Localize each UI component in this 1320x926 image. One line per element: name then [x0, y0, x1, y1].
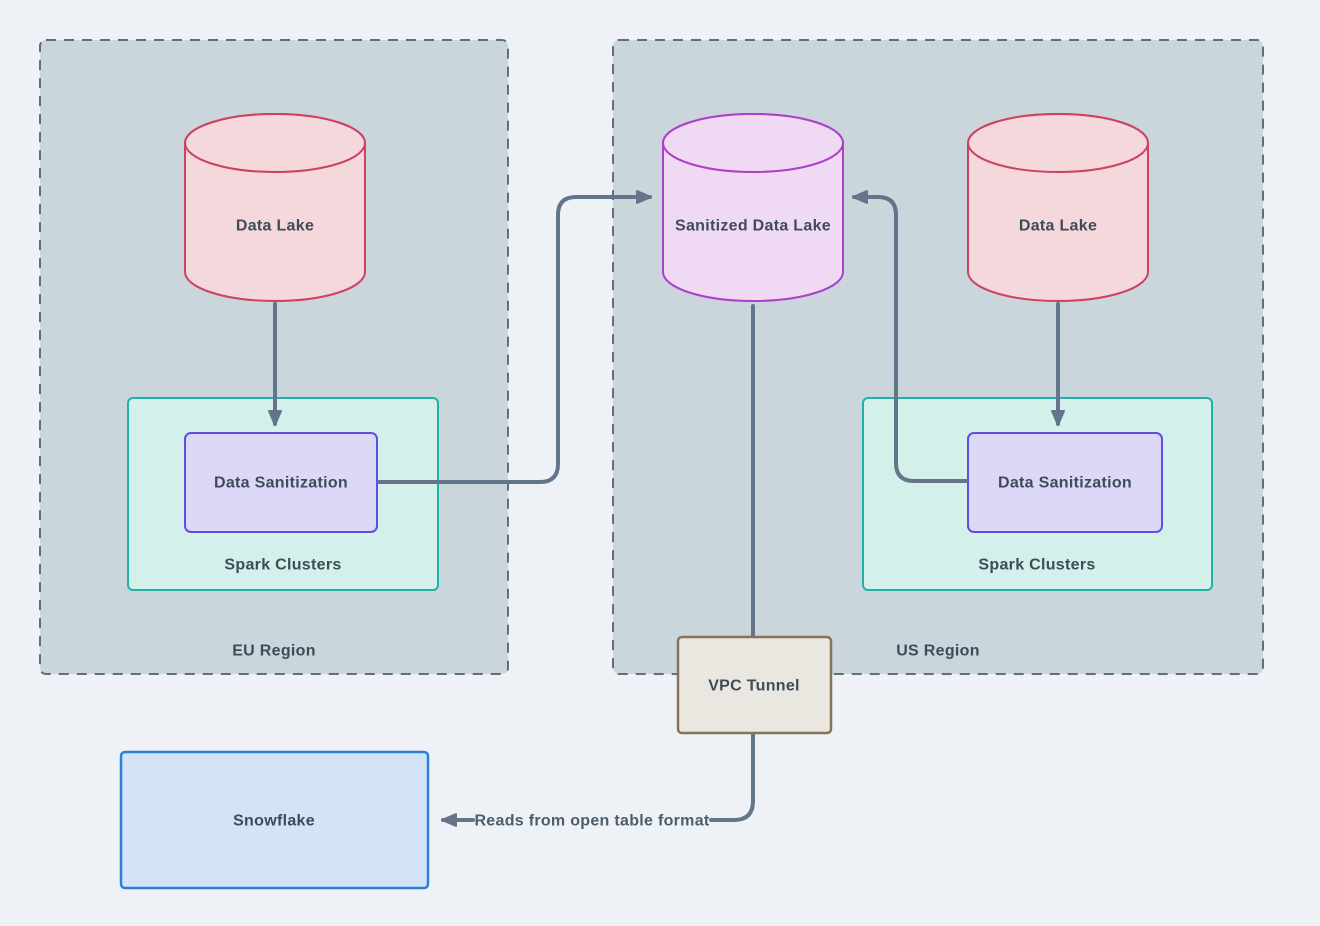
sanitized-data-lake-cylinder: Sanitized Data Lake — [662, 113, 844, 302]
eu-spark-clusters-label: Spark Clusters — [224, 557, 341, 574]
eu-data-sanitization-node: Data Sanitization — [184, 432, 378, 533]
vpc-tunnel-box — [676, 635, 833, 735]
cylinder-lid — [662, 113, 844, 173]
us-spark-clusters-label: Spark Clusters — [978, 557, 1095, 574]
us-region-label: US Region — [896, 643, 980, 660]
cylinder-lid — [967, 113, 1149, 173]
edge-segment-right — [709, 732, 755, 822]
edge-us-sanitization-to-sanitized-lake — [852, 190, 968, 483]
snowflake-node: Snowflake — [119, 750, 430, 890]
cylinder-lid — [184, 113, 366, 173]
eu-data-lake-cylinder: Data Lake — [184, 113, 366, 302]
vpc-tunnel-label: VPC Tunnel — [708, 678, 800, 695]
vpc-tunnel-node: VPC Tunnel — [676, 635, 833, 735]
eu-data-sanitization-label: Data Sanitization — [214, 475, 348, 492]
eu-region-label: EU Region — [232, 643, 316, 660]
us-data-sanitization-label: Data Sanitization — [998, 475, 1132, 492]
snowflake-box — [119, 750, 430, 890]
eu-data-sanitization-box — [184, 432, 378, 533]
us-data-lake-cylinder: Data Lake — [967, 113, 1149, 302]
us-data-sanitization-box — [967, 432, 1163, 533]
sanitized-data-lake-label: Sanitized Data Lake — [675, 218, 831, 235]
edge-eu-sanitization-to-sanitized-lake — [377, 190, 652, 484]
edge-vpc-to-snowflake-label: Reads from open table format — [474, 813, 709, 830]
edge-vpc-to-snowflake: Reads from open table format — [441, 732, 755, 830]
us-data-sanitization-node: Data Sanitization — [967, 432, 1163, 533]
us-data-lake-label: Data Lake — [1019, 218, 1097, 235]
eu-data-lake-label: Data Lake — [236, 218, 314, 235]
snowflake-label: Snowflake — [233, 813, 315, 830]
